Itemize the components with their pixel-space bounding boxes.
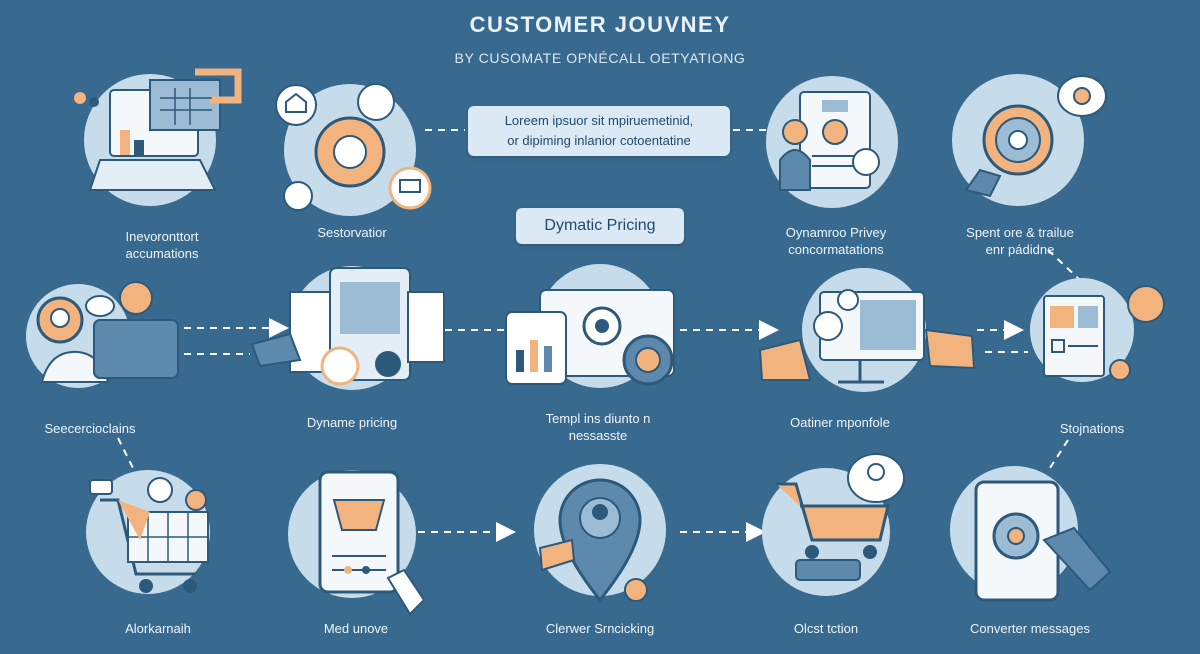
stage-label-line: Alorkarnaih xyxy=(125,621,191,636)
stage-search xyxy=(26,281,179,388)
connector-arrow xyxy=(117,437,135,471)
stage-label-line: Med unove xyxy=(323,621,389,636)
stage-label-line: enr pádidne xyxy=(985,242,1055,257)
stage-label: Oynamroo Privey concormatations xyxy=(736,224,936,258)
stage-label: Inevoronttort accumations xyxy=(62,228,262,262)
stage-label: Sestorvatior xyxy=(252,224,452,241)
stage-alert xyxy=(86,470,210,594)
stage-label-line: Dyname pricing xyxy=(306,415,398,430)
stage-label: Clerwer Srncicking xyxy=(500,620,700,637)
stage-label-line: Seecercioclains xyxy=(44,421,136,436)
stage-label: Spent ore & trailue enr pádidne xyxy=(920,224,1120,258)
stage-label-line: Converter messages xyxy=(970,621,1090,636)
stage-location xyxy=(534,464,666,603)
stage-checklist xyxy=(1030,278,1165,382)
stage-service xyxy=(275,83,432,216)
stage-privacy xyxy=(766,76,898,208)
stage-label: Oatiner mponfole xyxy=(740,414,940,431)
intro-line-2: or dipiming inlanior cotoentatine xyxy=(507,133,691,148)
stage-spend xyxy=(952,74,1107,206)
stage-label-line: concormatations xyxy=(788,242,884,257)
stage-label: Converter messages xyxy=(930,620,1130,637)
page-subtitle: BY CUSOMATE OPNÉCALL OETYATIONG xyxy=(454,50,746,66)
stage-label: Seecercioclains xyxy=(0,420,190,437)
page-title: CUSTOMER JOUVNEY xyxy=(469,12,731,37)
connector-arrow xyxy=(1049,439,1069,469)
stage-checkout xyxy=(762,453,905,596)
stage-label: Olcst tction xyxy=(726,620,926,637)
stage-label-line: Oatiner mponfole xyxy=(790,415,890,430)
stage-messages xyxy=(950,466,1112,602)
stage-inventory xyxy=(74,68,242,206)
stage-label-line: Clerwer Srncicking xyxy=(545,621,655,636)
connectors xyxy=(117,129,1081,542)
stage-template xyxy=(505,264,675,388)
stage-label: Stojnations xyxy=(992,420,1192,437)
stage-customer-profile xyxy=(758,268,976,392)
stage-label: Dyname pricing xyxy=(252,414,452,431)
intro-callout: Loreem ipsuor sit mpiruemetinid, or dipi… xyxy=(468,106,730,156)
stage-mobile xyxy=(288,470,426,616)
pricing-callout: Dymatic Pricing xyxy=(516,208,684,244)
stage-label: Alorkarnaih xyxy=(58,620,258,637)
stage-label-line: Sestorvatior xyxy=(317,225,387,240)
stage-label: Med unove xyxy=(256,620,456,637)
stage-dynamic-pricing xyxy=(250,266,445,390)
stage-label-line: Olcst tction xyxy=(793,621,859,636)
stage-label-line: Inevoronttort xyxy=(125,229,199,244)
stage-label-line: Stojnations xyxy=(1059,421,1125,436)
stage-label-line: nessasste xyxy=(568,428,628,443)
intro-line-1: Loreem ipsuor sit mpiruemetinid, xyxy=(504,113,694,128)
stage-label-line: accumations xyxy=(125,246,199,261)
stage-label-line: Oynamroo Privey xyxy=(785,225,887,240)
stage-label-line: Templ ins diunto n xyxy=(545,411,651,426)
stage-label-line: Spent ore & trailue xyxy=(966,225,1074,240)
stage-label: Templ ins diunto n nessasste xyxy=(498,410,698,444)
